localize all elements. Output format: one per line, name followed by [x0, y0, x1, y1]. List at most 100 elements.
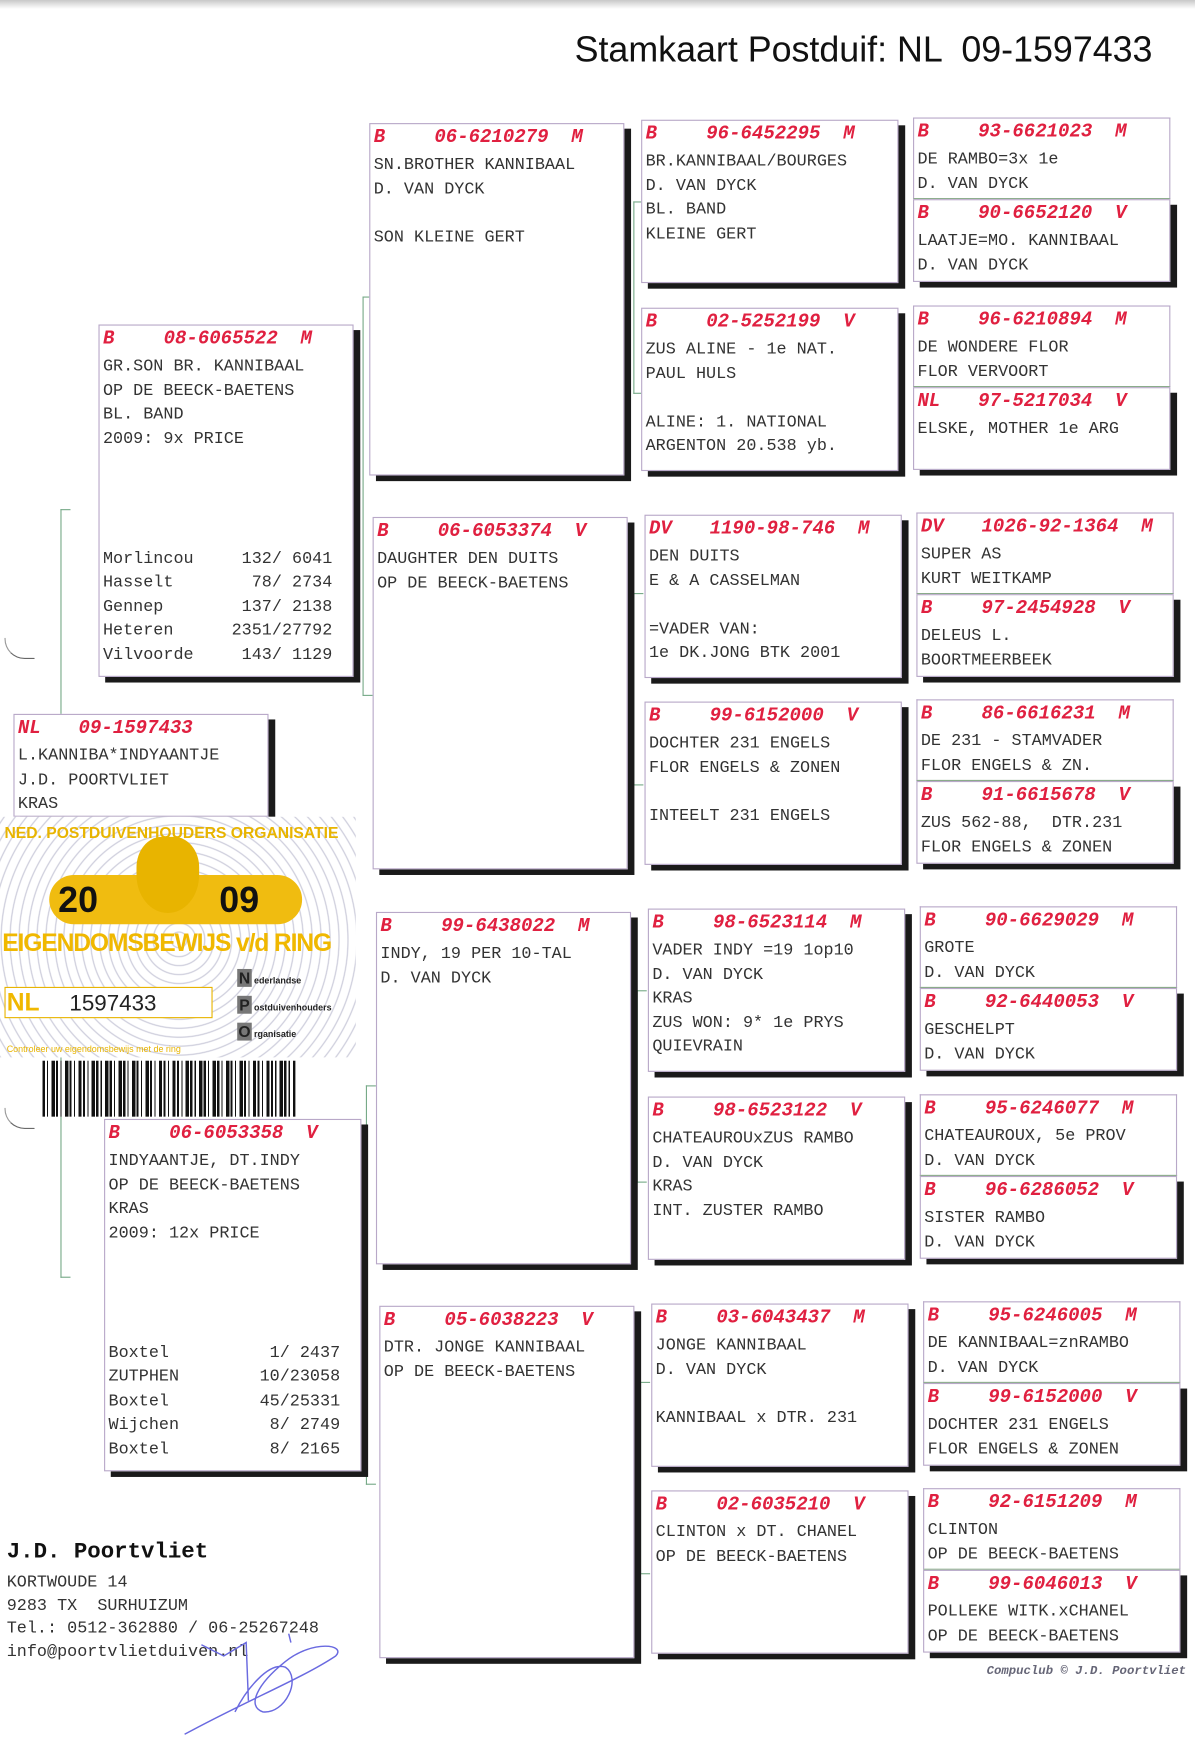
pigeon-info-line: D. VAN DYCK	[924, 1232, 1036, 1252]
pigeon-info-line	[656, 1382, 904, 1406]
connector-line	[365, 1085, 376, 1485]
race-location: Hasselt	[102, 572, 174, 592]
pigeon-info-line: KRAS	[652, 1177, 693, 1197]
ring-number: 96-6210894 M	[966, 309, 1127, 332]
pigeon-info-line: L.KANNIBA*INDYAANTJE	[17, 746, 220, 766]
pigeon-info-line: SON KLEINE GERT	[373, 227, 525, 247]
race-result: 2351/27792	[231, 620, 333, 641]
pigeon-info-line: D. VAN DYCK	[924, 1150, 1036, 1170]
ring-country: B	[917, 121, 929, 144]
ring-country: B	[648, 706, 661, 728]
pigeon-ring-header: B 96-6286052 V	[924, 1179, 1172, 1206]
ring-number: 92-6151209 M	[976, 1492, 1137, 1514]
ring-country: B	[927, 1387, 939, 1409]
pigeon-info-line: DEN DUITS	[648, 547, 740, 567]
pigeon-info-line: CLINTON	[927, 1520, 999, 1540]
ring-number: 97-5217034 V	[966, 391, 1127, 413]
pigeon-info-line: BOORTMEERBEEK	[920, 650, 1052, 670]
pigeon-info-line: INDYAANTJE, DT.INDY	[108, 1151, 300, 1171]
ring-number: 96-6286052 V	[973, 1180, 1134, 1202]
ring-country: B	[108, 1123, 120, 1145]
pigeon-ring-header: B 06-6053358 V	[109, 1122, 357, 1149]
pigeon-info-line: DTR. JONGE KANNIBAAL	[383, 1338, 586, 1358]
pigeon-ring-header: B 91-6615678 V	[921, 784, 1169, 811]
certificate-country: NL	[6, 987, 40, 1016]
pigeon-info-line: KURT WEITKAMP	[920, 568, 1052, 588]
ring-number: 09-1597433	[67, 718, 193, 740]
pigeon-info-line: D. VAN DYCK	[380, 968, 492, 988]
ring-country: B	[927, 1492, 939, 1514]
pigeon-ring-header: B 96-6210894 M	[917, 309, 1165, 336]
ring-number: 95-6246077 M	[973, 1098, 1134, 1121]
pigeon-info-line: ALINE: 1. NATIONAL	[645, 412, 827, 432]
pigeon-info-line: INDY, 19 PER 10-TAL	[380, 944, 572, 964]
pigeon-info-line: QUIEVRAIN	[652, 1037, 743, 1057]
ring-country: B	[927, 1574, 939, 1596]
race-result: 45/25331	[259, 1391, 341, 1411]
pigeon-ring-header: B 92-6151209 M	[928, 1491, 1176, 1518]
pigeon-info-line: FLOR ENGELS & ZONEN	[920, 837, 1113, 857]
pigeon-info-line: D. VAN DYCK	[924, 962, 1036, 982]
ring-country: B	[924, 910, 936, 933]
ring-country: B	[917, 203, 929, 225]
pigeon-info-line: D. VAN DYCK	[655, 1360, 767, 1380]
ring-country: B	[655, 1494, 668, 1517]
ring-number: 86-6616231 M	[970, 703, 1130, 726]
page-title: Stamkaart Postduif: NL 09-1597433	[574, 29, 1153, 70]
pigeon-info-line: OP DE BEECK-BAETENS	[102, 380, 295, 401]
pigeon-info-line: VADER INDY =19 1op10	[652, 940, 854, 961]
race-location: Gennep	[102, 596, 164, 616]
pigeon-ring-header: DV 1190-98-746 M	[649, 518, 897, 545]
ring-number: 1026-92-1364 M	[970, 516, 1153, 539]
ring-number: 99-6046013 V	[976, 1574, 1137, 1596]
race-location: Boxtel	[108, 1391, 169, 1411]
owner-block: J.D. Poortvliet KORTWOUDE 14 9283 TX SUR…	[7, 1540, 319, 1664]
ring-country: B	[924, 1180, 936, 1202]
pigeon-ring-header: B 96-6452295 M	[646, 123, 894, 150]
footer-credit: Compuclub © J.D. Poortvliet	[986, 1664, 1187, 1679]
ring-country: NL	[917, 391, 941, 413]
scan-edge	[0, 0, 1195, 9]
ring-number: 02-5252199 V	[694, 312, 855, 334]
pigeon-ring-header: DV 1026-92-1364 M	[921, 516, 1169, 543]
result-row: Boxtel 45/25331	[109, 1389, 341, 1413]
ring-country: B	[377, 521, 389, 543]
pigeon-info-line: OP DE BEECK-BAETENS	[383, 1362, 576, 1382]
pigeon-info-line	[646, 386, 894, 410]
race-location: ZUTPHEN	[108, 1367, 180, 1387]
ring-country: DV	[920, 516, 944, 539]
pigeon-info-line: FLOR ENGELS & ZONEN	[927, 1439, 1119, 1459]
ring-country: B	[652, 913, 664, 935]
ring-number: 06-6053374 V	[426, 521, 587, 543]
barcode	[42, 1060, 296, 1117]
pigeon-info-line: ZUS 562-88, DTR.231	[920, 813, 1123, 833]
ring-country: B	[917, 309, 929, 332]
race-result: 78/ 2734	[251, 572, 333, 592]
pigeon-info-line	[374, 201, 620, 225]
pigeon-info-line: D. VAN DYCK	[917, 173, 1029, 194]
pigeon-info-line: FLOR VERVOORT	[917, 361, 1049, 381]
pigeon-ring-header: B 98-6523122 V	[652, 1100, 900, 1127]
ring-country: B	[924, 992, 936, 1014]
pigeon-ring-header: B 99-6438022 M	[380, 915, 626, 942]
pigeon-info-line: SN.BROTHER KANNIBAAL	[373, 155, 576, 175]
pigeon-info-line: ELSKE, MOTHER 1e ARG	[917, 419, 1119, 439]
pigeon-info-line: D. VAN DYCK	[924, 1044, 1036, 1064]
